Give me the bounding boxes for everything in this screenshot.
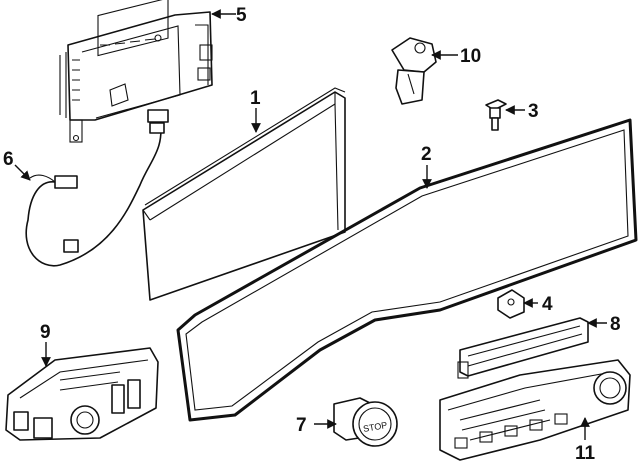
screw — [485, 99, 507, 131]
callout-5: 5 — [236, 5, 247, 26]
callout-1: 1 — [250, 88, 261, 109]
display-panel — [142, 87, 346, 301]
switch-strip — [457, 317, 589, 379]
control-panel — [5, 347, 159, 441]
radio-receiver-unit — [59, 0, 213, 143]
clip-nut — [497, 289, 525, 319]
callout-3: 3 — [528, 101, 539, 122]
leader-6 — [14, 164, 31, 181]
climate-control-panel — [439, 359, 631, 461]
callout-8: 8 — [610, 314, 621, 335]
callout-4: 4 — [542, 294, 553, 315]
callout-6: 6 — [3, 149, 14, 170]
start-stop-button: STOP — [333, 397, 398, 447]
callout-10: 10 — [460, 46, 481, 67]
button-text: STOP — [362, 420, 388, 434]
cluster-bezel — [176, 118, 638, 422]
callout-11: 11 — [575, 443, 596, 464]
callout-7: 7 — [296, 415, 307, 436]
sensor — [391, 37, 437, 105]
wiring-harness — [25, 109, 169, 267]
callout-9: 9 — [40, 322, 51, 343]
callout-2: 2 — [421, 144, 432, 165]
